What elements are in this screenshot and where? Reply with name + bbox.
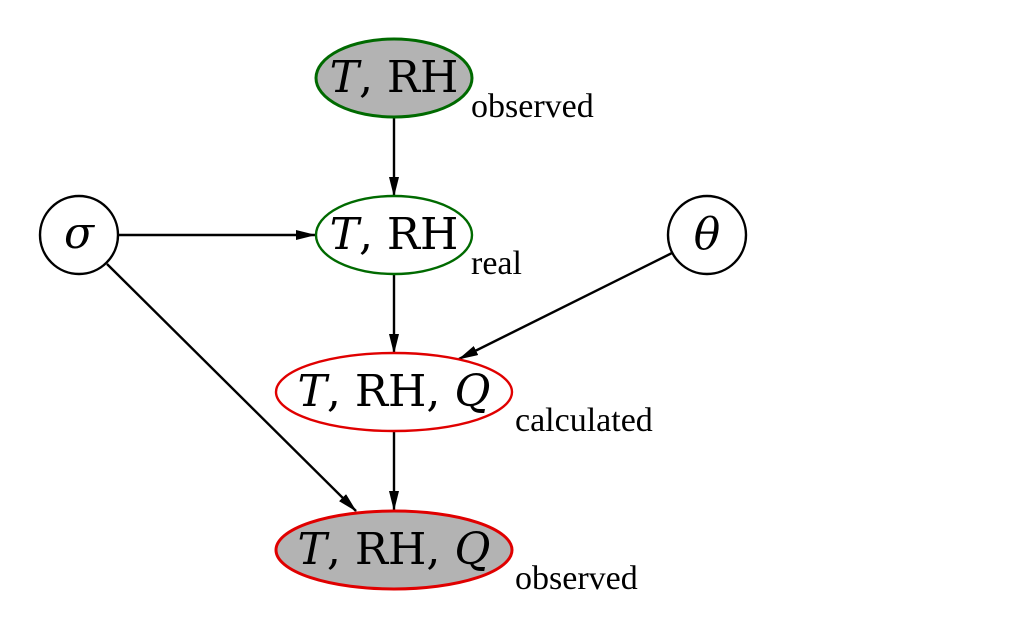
- node-sigma: σ: [38, 194, 120, 276]
- node-observed-t-rh-q: T, RH, Q observed: [274, 509, 638, 597]
- node-caption: real: [471, 245, 522, 282]
- edge-theta-to-calculated: [458, 251, 673, 361]
- node-theta-label: θ: [694, 209, 721, 260]
- node-caption: observed: [471, 88, 594, 125]
- node-calculated-shape: [274, 351, 514, 433]
- node-sigma-label: σ: [64, 208, 96, 259]
- node-calculated-t-rh-q: T, RH, Q calculated: [274, 351, 653, 439]
- node-label-rest: , RH: [359, 52, 458, 103]
- edge-sigma-to-observed: [106, 263, 357, 512]
- node-real-t-rh-label: T, RH: [330, 209, 459, 260]
- node-observed-t-rh-q-label: T, RH, Q: [298, 524, 491, 575]
- node-caption: observed: [515, 560, 638, 597]
- node-observed-t-rh-label: T, RH: [330, 52, 459, 103]
- node-label-rest: , RH: [359, 209, 458, 260]
- node-label-italic: T: [298, 524, 331, 575]
- node-label-rest: , RH,: [327, 366, 454, 417]
- node-label-italic: T: [298, 366, 331, 417]
- node-calculated-label: T, RH, Q: [298, 366, 491, 417]
- node-real-t-rh-shape: [314, 194, 474, 276]
- node-observed-t-rh-shape: [314, 37, 474, 119]
- node-theta: θ: [666, 194, 748, 276]
- node-sigma-shape: [38, 194, 120, 276]
- node-observed-t-rh: T, RH observed: [314, 37, 594, 125]
- node-label-rest: , RH,: [327, 524, 454, 575]
- node-label-italic: T: [330, 52, 363, 103]
- node-label-tail-italic: Q: [454, 524, 490, 575]
- node-caption: calculated: [515, 402, 653, 439]
- node-label-italic: T: [330, 209, 363, 260]
- node-label-tail-italic: Q: [454, 366, 490, 417]
- node-observed-t-rh-q-shape: [274, 509, 514, 591]
- node-real-t-rh: T, RH real: [314, 194, 522, 282]
- node-theta-shape: [666, 194, 748, 276]
